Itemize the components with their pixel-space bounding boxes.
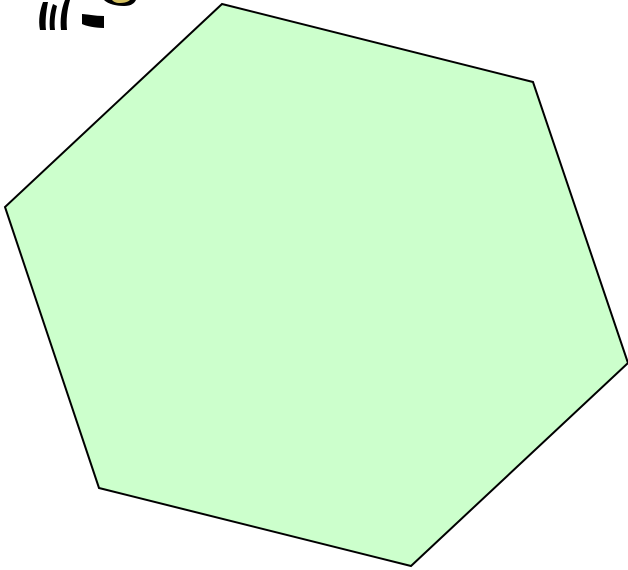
partial-figure-icon (39, 0, 136, 30)
hexagon-shape (5, 4, 628, 566)
